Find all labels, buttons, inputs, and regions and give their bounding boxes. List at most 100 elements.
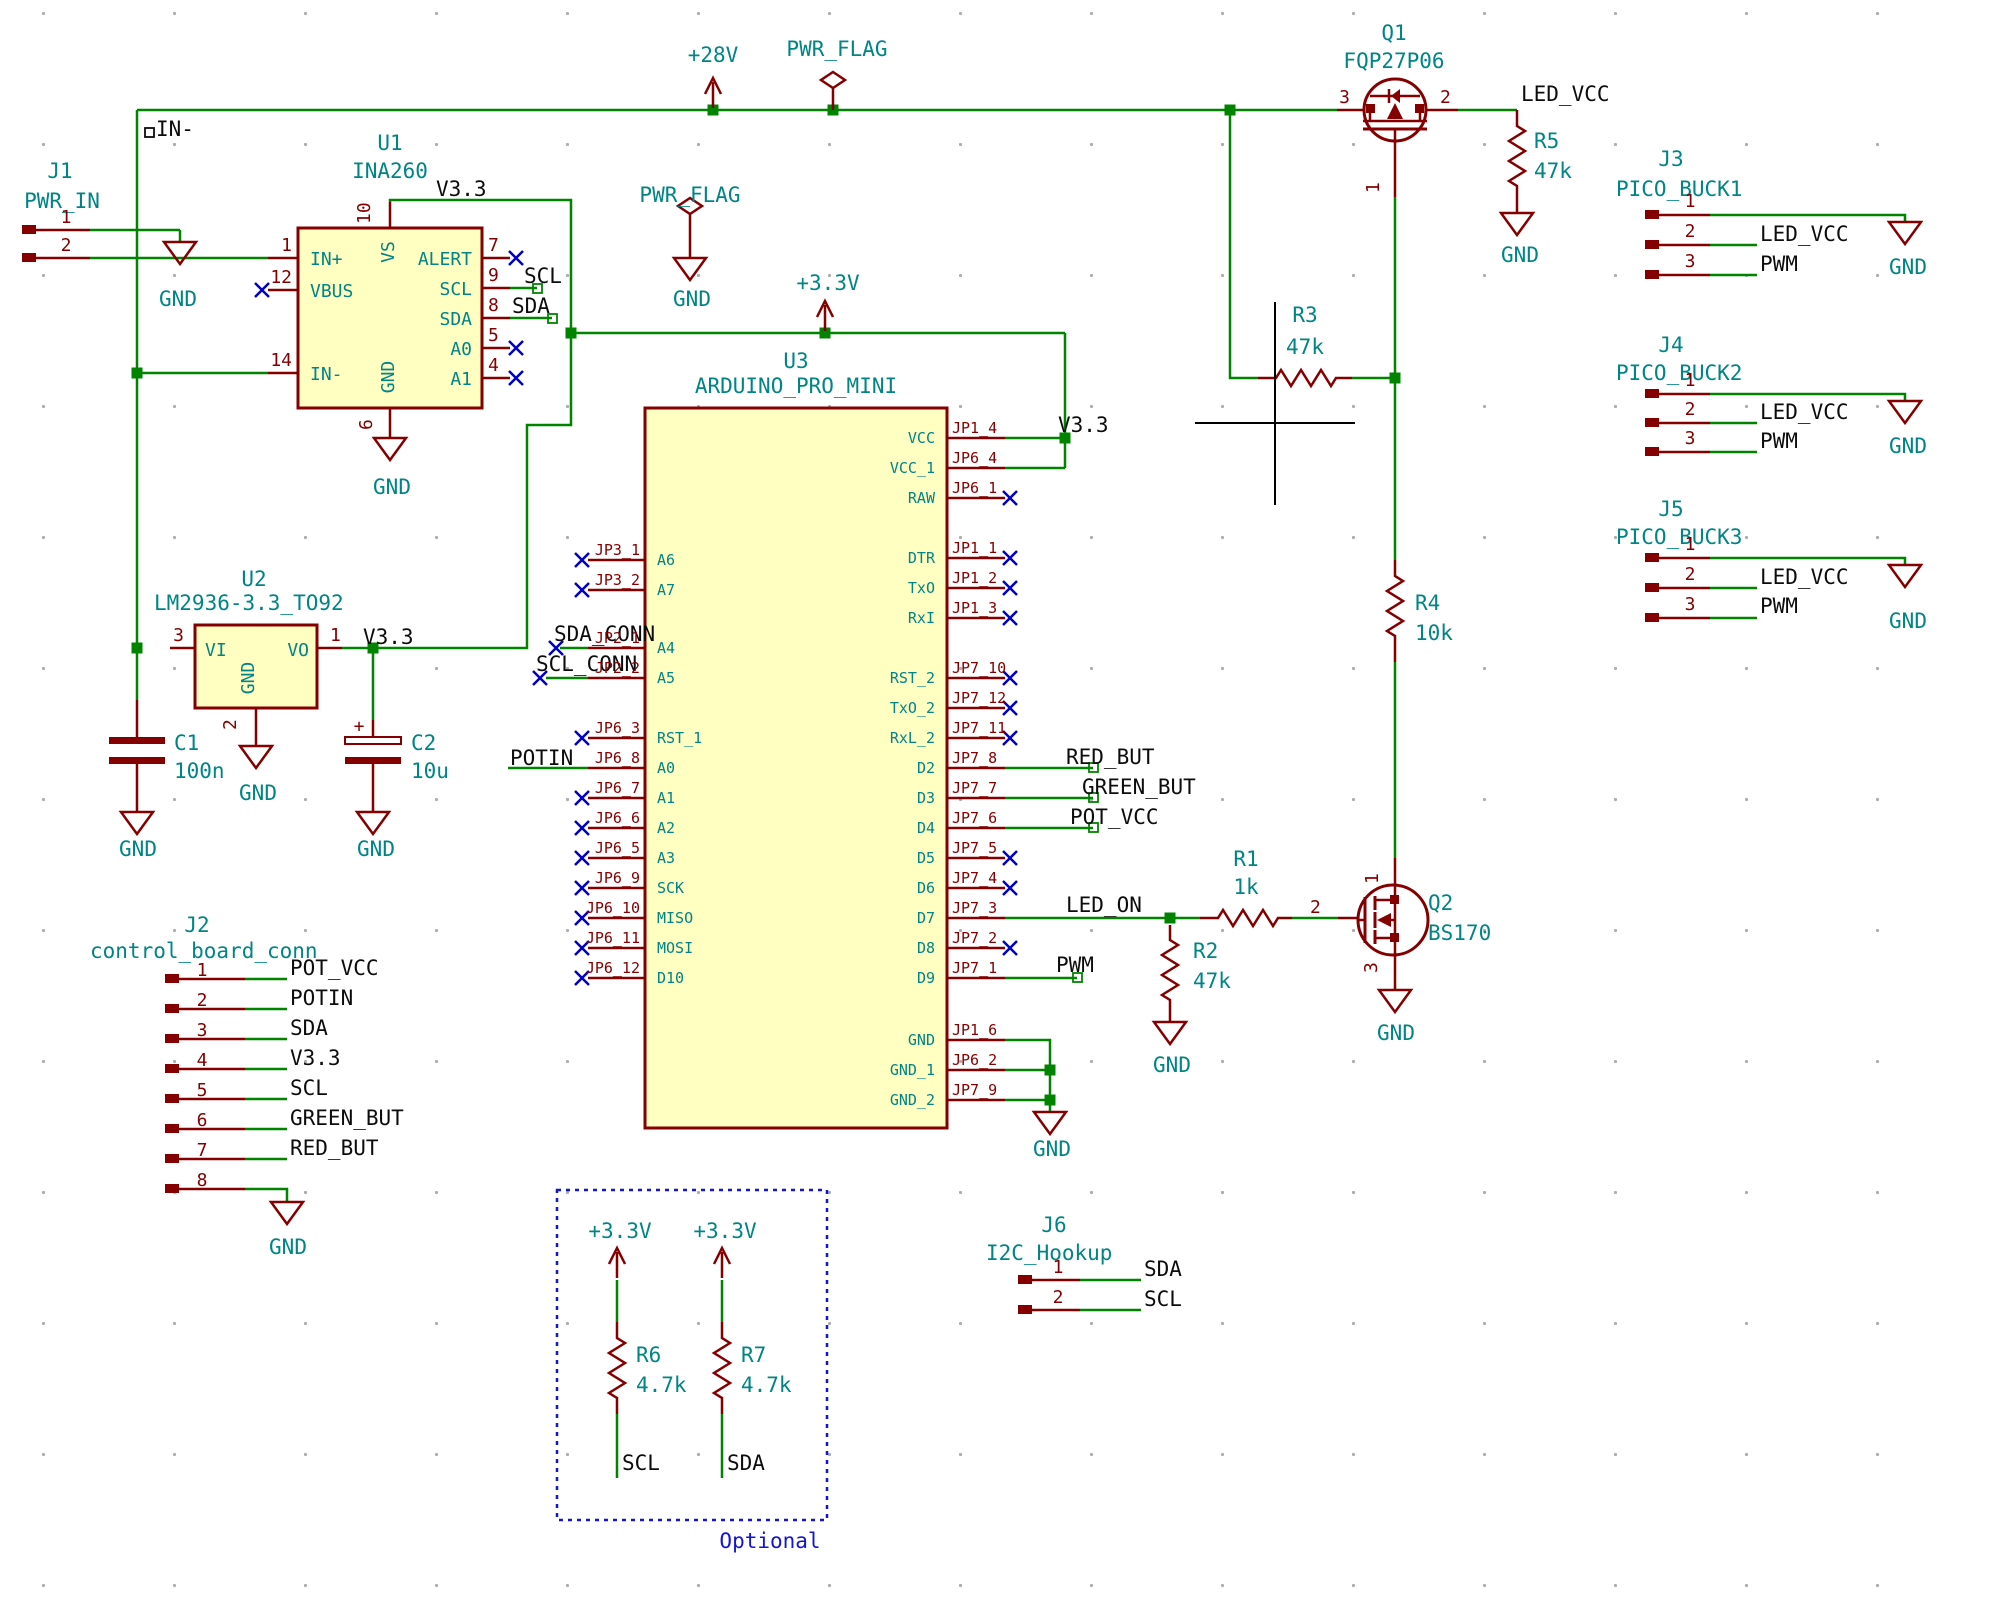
u3-name-a3[interactable]: A3 <box>657 849 675 867</box>
u3-name-rst2[interactable]: RST_2 <box>890 669 935 687</box>
u1-name-scl[interactable]: SCL <box>439 279 472 300</box>
q2-pin-3[interactable]: 3 <box>1361 962 1382 973</box>
j2-pin-8[interactable]: 8 <box>197 1170 208 1191</box>
label-sda-u1[interactable]: SDA <box>512 294 550 318</box>
gnd-j5[interactable]: GND <box>1889 609 1927 633</box>
label-v33-u1[interactable]: V3.3 <box>436 177 487 201</box>
label-scl-u1[interactable]: SCL <box>524 264 562 288</box>
u3-name-d8[interactable]: D8 <box>917 939 935 957</box>
c2-plus[interactable]: + <box>354 716 365 737</box>
u3-name-d7[interactable]: D7 <box>917 909 935 927</box>
q1-pin-3[interactable]: 3 <box>1339 87 1350 108</box>
r5-ref[interactable]: R5 <box>1534 129 1559 153</box>
u3-name-a6[interactable]: A6 <box>657 551 675 569</box>
u3-jp6-10[interactable]: JP6_10 <box>586 899 640 917</box>
u3-jp7-11[interactable]: JP7_11 <box>952 719 1006 737</box>
u3-name-d2[interactable]: D2 <box>917 759 935 777</box>
u3-name-d9[interactable]: D9 <box>917 969 935 987</box>
j2-label-green-but[interactable]: GREEN_BUT <box>290 1106 404 1130</box>
j3-pin-3[interactable]: 3 <box>1685 251 1696 272</box>
u1-name-a0[interactable]: A0 <box>450 339 472 360</box>
j2-value[interactable]: control_board_conn <box>90 939 318 963</box>
u3-name-a0[interactable]: A0 <box>657 759 675 777</box>
u3-jp7-9[interactable]: JP7_9 <box>952 1081 997 1099</box>
u2-pin-1[interactable]: 1 <box>330 625 341 646</box>
j6-label-scl[interactable]: SCL <box>1144 1287 1182 1311</box>
u1-pin-7[interactable]: 7 <box>488 235 499 256</box>
j2-pin-1[interactable]: 1 <box>197 960 208 981</box>
j3-value[interactable]: PICO_BUCK1 <box>1616 177 1742 201</box>
j4-pin-3[interactable]: 3 <box>1685 428 1696 449</box>
j5-label-led-vcc[interactable]: LED_VCC <box>1760 565 1849 589</box>
u3-jp7-5[interactable]: JP7_5 <box>952 839 997 857</box>
u3-jp3-2[interactable]: JP3_2 <box>595 571 640 589</box>
u3-name-sck[interactable]: SCK <box>657 879 684 897</box>
r4-ref[interactable]: R4 <box>1415 591 1440 615</box>
u3-jp6-5[interactable]: JP6_5 <box>595 839 640 857</box>
j5-value[interactable]: PICO_BUCK3 <box>1616 525 1742 549</box>
u3-jp7-2[interactable]: JP7_2 <box>952 929 997 947</box>
u3-name-vcc[interactable]: VCC <box>908 429 935 447</box>
u1-name-in-minus[interactable]: IN- <box>310 364 343 385</box>
u3-jp7-1[interactable]: JP7_1 <box>952 959 997 977</box>
u3-name-raw[interactable]: RAW <box>908 489 936 507</box>
u1-pin-12[interactable]: 12 <box>270 267 292 288</box>
gnd-r2[interactable]: GND <box>1153 1053 1191 1077</box>
j5-label-pwm[interactable]: PWM <box>1760 594 1798 618</box>
u3-jp7-7[interactable]: JP7_7 <box>952 779 997 797</box>
u3-name-d4[interactable]: D4 <box>917 819 935 837</box>
label-sda-conn[interactable]: SDA_CONN <box>554 622 655 646</box>
u3-name-gnd[interactable]: GND <box>908 1031 935 1049</box>
gnd-u3[interactable]: GND <box>1033 1137 1071 1161</box>
u3-jp1-1[interactable]: JP1_1 <box>952 539 997 557</box>
u3-jp6-2[interactable]: JP6_2 <box>952 1051 997 1069</box>
u3-jp6-6[interactable]: JP6_6 <box>595 809 640 827</box>
u2-name-vi[interactable]: VI <box>205 640 227 661</box>
u3-name-d6[interactable]: D6 <box>917 879 935 897</box>
u3-name-vcc1[interactable]: VCC_1 <box>890 459 935 477</box>
q1-pin-2[interactable]: 2 <box>1440 87 1451 108</box>
u2-value[interactable]: LM2936-3.3_TO92 <box>154 591 344 615</box>
r6-value[interactable]: 4.7k <box>636 1373 687 1397</box>
u2-pin-2[interactable]: 2 <box>220 719 241 730</box>
power-flag-mid[interactable]: PWR_FLAG <box>639 183 740 207</box>
j4-pin-1[interactable]: 1 <box>1685 370 1696 391</box>
gnd-u1[interactable]: GND <box>373 475 411 499</box>
u3-jp1-6[interactable]: JP1_6 <box>952 1021 997 1039</box>
j2-pin-7[interactable]: 7 <box>197 1140 208 1161</box>
u3-name-txo2[interactable]: TxO_2 <box>890 699 935 717</box>
r3-ref[interactable]: R3 <box>1292 303 1317 327</box>
r2-value[interactable]: 47k <box>1193 969 1231 993</box>
wires[interactable] <box>90 108 1907 1478</box>
gnd-r5[interactable]: GND <box>1501 243 1539 267</box>
u3-name-rxl2[interactable]: RxL_2 <box>890 729 935 747</box>
component-u3-body[interactable] <box>643 406 949 1130</box>
u3-jp7-10[interactable]: JP7_10 <box>952 659 1006 677</box>
u3-jp1-4[interactable]: JP1_4 <box>952 419 997 437</box>
j2-label-pot-vcc[interactable]: POT_VCC <box>290 956 379 980</box>
j1-pin-2[interactable]: 2 <box>61 235 72 256</box>
c2-value[interactable]: 10u <box>411 759 449 783</box>
power-flag-top[interactable]: PWR_FLAG <box>786 37 887 61</box>
gnd-j1[interactable]: GND <box>159 287 197 311</box>
j2-ref[interactable]: J2 <box>184 913 209 937</box>
u3-name-dtr[interactable]: DTR <box>908 549 936 567</box>
label-green-but[interactable]: GREEN_BUT <box>1082 775 1196 799</box>
r4-value[interactable]: 10k <box>1415 621 1453 645</box>
j6-label-sda[interactable]: SDA <box>1144 1257 1182 1281</box>
u3-jp6-11[interactable]: JP6_11 <box>586 929 640 947</box>
u3-name-txo[interactable]: TxO <box>908 579 935 597</box>
u3-jp1-3[interactable]: JP1_3 <box>952 599 997 617</box>
j2-pin-6[interactable]: 6 <box>197 1110 208 1131</box>
j3-pin-1[interactable]: 1 <box>1685 191 1696 212</box>
power-28v[interactable]: +28V <box>688 43 739 67</box>
r1-value[interactable]: 1k <box>1233 875 1259 899</box>
u1-ref[interactable]: U1 <box>377 131 402 155</box>
j4-ref[interactable]: J4 <box>1658 333 1683 357</box>
j2-label-scl[interactable]: SCL <box>290 1076 328 1100</box>
u3-jp7-12[interactable]: JP7_12 <box>952 689 1006 707</box>
u2-pin-3[interactable]: 3 <box>173 625 184 646</box>
component-q2-symbol[interactable] <box>1356 883 1430 957</box>
gnd-u2[interactable]: GND <box>239 781 277 805</box>
